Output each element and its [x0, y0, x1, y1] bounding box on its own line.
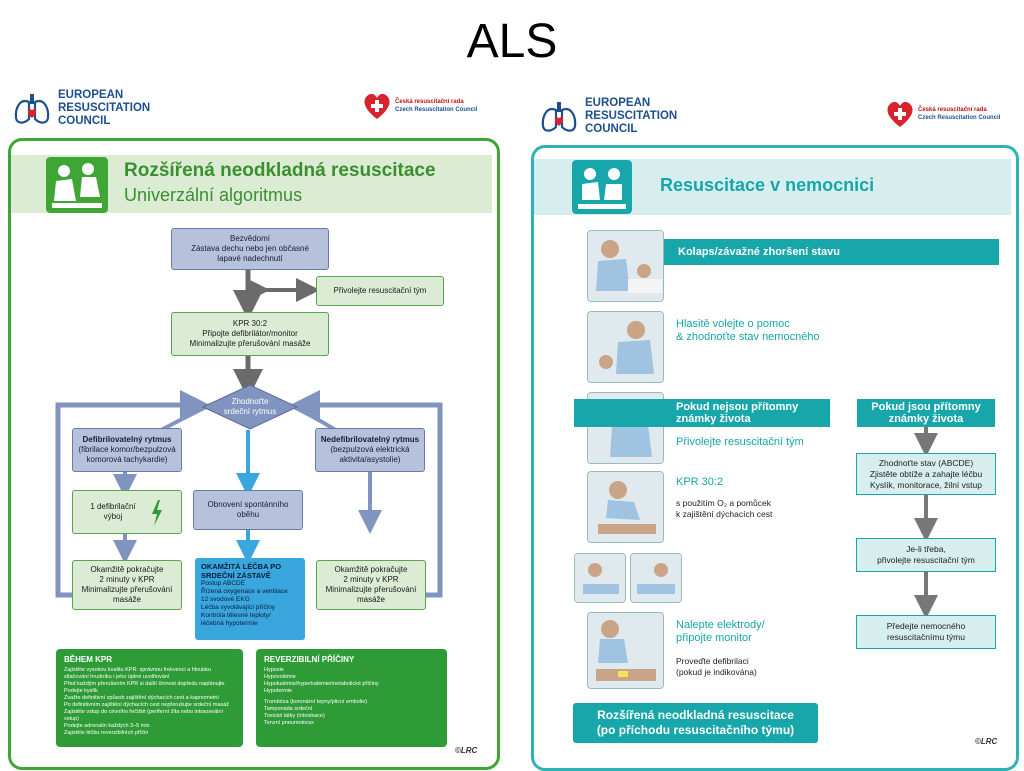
- airway-photo-2: [630, 553, 682, 603]
- airway-photo-1: [574, 553, 626, 603]
- erc-line-3: COUNCIL: [58, 114, 111, 127]
- electrodes-photo: [587, 612, 664, 689]
- erc-line-1: EUROPEAN: [58, 88, 124, 101]
- slide-title: ALS: [466, 15, 558, 68]
- during-cpr-box: BĚHEM KPR Zajistěte vysokou kvalitu KPR:…: [56, 649, 243, 747]
- hospital-team-icon: [572, 160, 632, 214]
- crc-heart-icon: [887, 101, 913, 127]
- shout-text: Hlasitě volejte o pomoc& zhodnoťte stav …: [676, 318, 820, 343]
- erc-line-3: COUNCIL: [585, 122, 638, 135]
- lungs-heart-icon: [14, 94, 50, 124]
- crc-logo-right: Česká resuscitační rada Czech Resuscitat…: [885, 100, 1000, 128]
- erc-line-2: RESUSCITATION: [58, 101, 151, 114]
- shout-photo: [587, 311, 664, 383]
- erc-logo-left: EUROPEAN RESUSCITATION COUNCIL: [12, 88, 150, 128]
- if-needed-box: Je-li třeba,přivolejte resuscitační tým: [856, 538, 996, 572]
- call-team-text: Přivolejte resuscitační tým: [676, 436, 804, 448]
- rescuers-icon: [46, 157, 108, 213]
- collapse-bar: Kolaps/závažné zhoršení stavu: [664, 239, 999, 265]
- erc-logo-right: EUROPEAN RESUSCITATION COUNCIL: [539, 96, 677, 136]
- assess-box: Zhodnoťte stav (ABCDE)Zjistěte obtíže a …: [856, 453, 996, 495]
- defib-text: Proveďte defibrilaci(pokud je indikována…: [676, 656, 757, 677]
- als-footer-bar: Rozšířená neodkladná resuscitace(po příc…: [573, 703, 818, 743]
- crc-line-cz: Česká resuscitační rada: [395, 99, 464, 105]
- node-assess-diamond: [202, 384, 298, 430]
- node-nonshockable: Nedefibrilovatelný rytmus(bezpulzová ele…: [315, 428, 425, 472]
- copyright-left: ©LRC: [455, 746, 478, 755]
- node-post-arrest-care: OKAMŽITÁ LÉČBA PO SRDEČNÍ ZÁSTAVĚ Postup…: [195, 558, 305, 640]
- crc-logo-left: Česká resuscitační rada Czech Resuscitat…: [362, 92, 477, 120]
- crc-line-en: Czech Resuscitation Council: [918, 115, 1001, 121]
- copyright-right: ©LRC: [975, 737, 998, 746]
- electrodes-text: Nalepte elektrody/připojte monitor: [676, 619, 765, 644]
- lungs-heart-icon: [541, 102, 577, 132]
- lightning-icon: [152, 500, 162, 526]
- left-poster-subtitle: Univerzální algoritmus: [124, 185, 303, 205]
- cpr-text: KPR 30:2: [676, 476, 724, 488]
- node-shockable: Defibrilovatelný rytmus(fibrilace komor/…: [72, 428, 182, 472]
- crc-line-cz: Česká resuscitační rada: [918, 107, 987, 113]
- crc-line-en: Czech Resuscitation Council: [395, 107, 478, 113]
- collapse-photo: [587, 230, 664, 302]
- left-poster-title: Rozšířená neodkladná resuscitace: [124, 160, 436, 181]
- erc-line-2: RESUSCITATION: [585, 109, 678, 122]
- cpr-photo: [587, 471, 664, 543]
- crc-heart-icon: [364, 93, 390, 119]
- node-call-team: Přivolejte resuscitační tým: [316, 276, 444, 306]
- erc-line-1: EUROPEAN: [585, 96, 651, 109]
- right-poster-title: Resuscitace v nemocnici: [660, 175, 875, 195]
